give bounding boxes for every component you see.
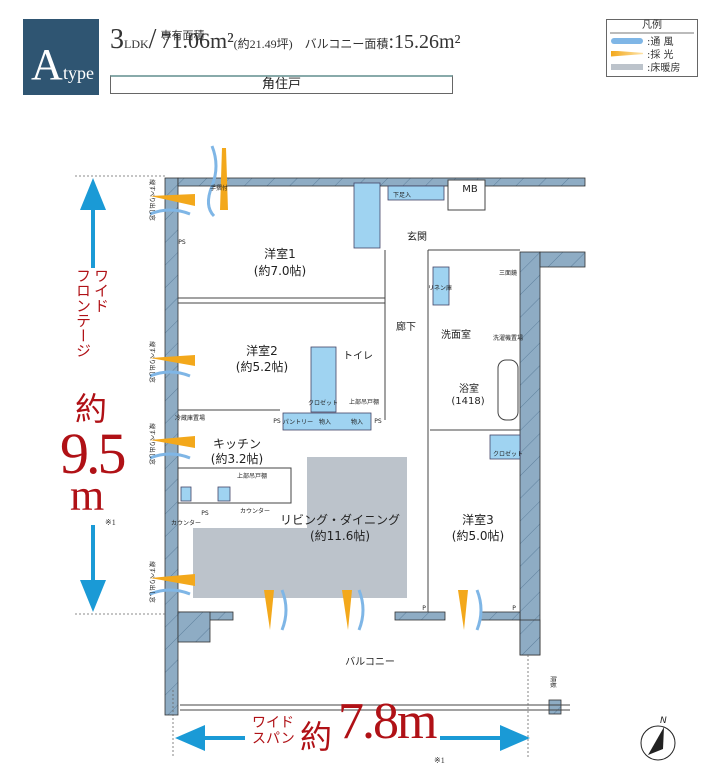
- frontage-arrow: [80, 178, 106, 612]
- corner-unit-banner: 角住戸: [110, 75, 453, 94]
- pantry-label: パントリー: [283, 419, 313, 426]
- bath-label: 浴室: [459, 382, 479, 395]
- ps-label-4: PS: [374, 418, 382, 425]
- interior-walls: [177, 179, 570, 711]
- span-arrow: [175, 725, 530, 751]
- frontage-note: ※1: [105, 518, 116, 527]
- wind-icons: [149, 145, 483, 631]
- hall-label: 廊下: [396, 320, 416, 333]
- span-approx: 約: [300, 719, 333, 755]
- p-label-2: P: [512, 605, 516, 612]
- area-value: 71.06m²: [160, 28, 234, 53]
- storage-label-2: 物入: [351, 418, 363, 426]
- balcony-area-label: バルコニー面積: [304, 37, 389, 51]
- window-label-4: 縦すべり出し窓: [148, 561, 156, 603]
- span-label-b: スパン: [252, 732, 295, 747]
- partition-label: 隔板: [549, 676, 557, 688]
- type-suffix: type: [63, 63, 94, 83]
- legend-label: :通 風: [647, 37, 674, 48]
- legend: 凡例 :通 風 :採 光 :床暖房: [606, 19, 698, 77]
- washroom-label: 洗面室: [441, 328, 471, 341]
- span-label-a: ワイド: [252, 716, 294, 731]
- window-label-2: 縦すべり出し窓: [148, 341, 156, 383]
- layout-unit: LDK: [124, 37, 149, 51]
- linen-label: リネン庫: [428, 284, 452, 292]
- legend-label: :床暖房: [647, 63, 681, 74]
- room-1-size: (約7.0帖): [254, 263, 306, 278]
- ld-size: (約11.6帖): [310, 528, 370, 543]
- window-label: 縦すべり出し窓: [148, 179, 156, 221]
- mb-label: MB: [462, 184, 478, 195]
- storage-label: 物入: [319, 418, 331, 426]
- ps-label-3: PS: [273, 418, 281, 425]
- room-2-size: (約5.2帖): [236, 359, 288, 374]
- wind-icon: [611, 37, 643, 44]
- toilet-label: トイレ: [343, 351, 373, 362]
- closet-label: クロゼット: [308, 399, 338, 407]
- kitchen-label: キッチン: [213, 437, 261, 451]
- shoe-closet-label: 下足入: [393, 192, 411, 199]
- legend-label: :採 光: [647, 50, 674, 61]
- frontage-value: 9.5: [60, 421, 126, 486]
- room-3-size: (約5.0帖): [452, 528, 504, 543]
- mirror-cabinet-label: 三面鏡: [499, 269, 517, 277]
- fridge-space-label: 冷蔵庫置場: [175, 414, 205, 422]
- light-icons: [150, 148, 468, 630]
- legend-title: 凡例: [610, 20, 694, 34]
- span-value: 7.8m: [338, 693, 437, 750]
- balcony-label: バルコニー: [345, 656, 395, 668]
- room-3-label: 洋室3: [462, 512, 494, 527]
- layout-count: 3: [110, 24, 124, 55]
- ld-label: リビング・ダイニング: [280, 512, 400, 527]
- frontage-label-b: フロンテージ: [74, 268, 90, 358]
- entrance-label: 玄関: [407, 230, 427, 243]
- span-label: ワイドスパン: [252, 716, 295, 748]
- frontage-approx: 約: [75, 391, 108, 427]
- kitchen-size: (約3.2帖): [211, 451, 263, 466]
- balcony-area-value: :15.26m²: [388, 31, 461, 53]
- floor-heating-area: [193, 457, 407, 598]
- counter-label-2: カウンター: [171, 519, 201, 527]
- room-1-label: 洋室1: [264, 246, 296, 261]
- frontage-label-a: ワイド: [92, 268, 108, 313]
- legend-item-ventilation: :通 風: [607, 34, 697, 48]
- frontage-unit: m: [70, 471, 105, 520]
- laundry-space-label: 洗濯機置場: [493, 334, 523, 342]
- area-label: 専有面積: [160, 30, 205, 42]
- compass-icon: N: [640, 716, 676, 761]
- ps-label: PS: [178, 239, 186, 246]
- storage-units: [180, 182, 521, 502]
- kitchen-upper-cabinet-label: 上部吊戸棚: [237, 472, 267, 480]
- light-icon: [611, 50, 643, 57]
- type-letter: A: [31, 40, 63, 89]
- room-2-label: 洋室2: [246, 343, 278, 358]
- bath-size: (1418): [451, 396, 484, 407]
- p-label: P: [422, 605, 426, 612]
- legend-item-floor-heating: :床暖房: [607, 60, 697, 74]
- span-note: ※1: [434, 756, 445, 765]
- closet-label-3: クロゼット: [493, 450, 523, 458]
- handrail-label: 手摺付: [210, 184, 228, 192]
- counter-label: カウンター: [240, 507, 270, 515]
- floor-heating-swatch: [611, 63, 643, 70]
- compass-north-label: N: [660, 716, 667, 726]
- legend-item-light: :採 光: [607, 47, 697, 61]
- upper-cabinet-label: 上部吊戸棚: [349, 398, 379, 406]
- window-label-3: 縦すべり出し窓: [148, 423, 156, 465]
- area-tsubo: (約21.49坪): [233, 37, 293, 51]
- ps-label-2: PS: [201, 510, 209, 517]
